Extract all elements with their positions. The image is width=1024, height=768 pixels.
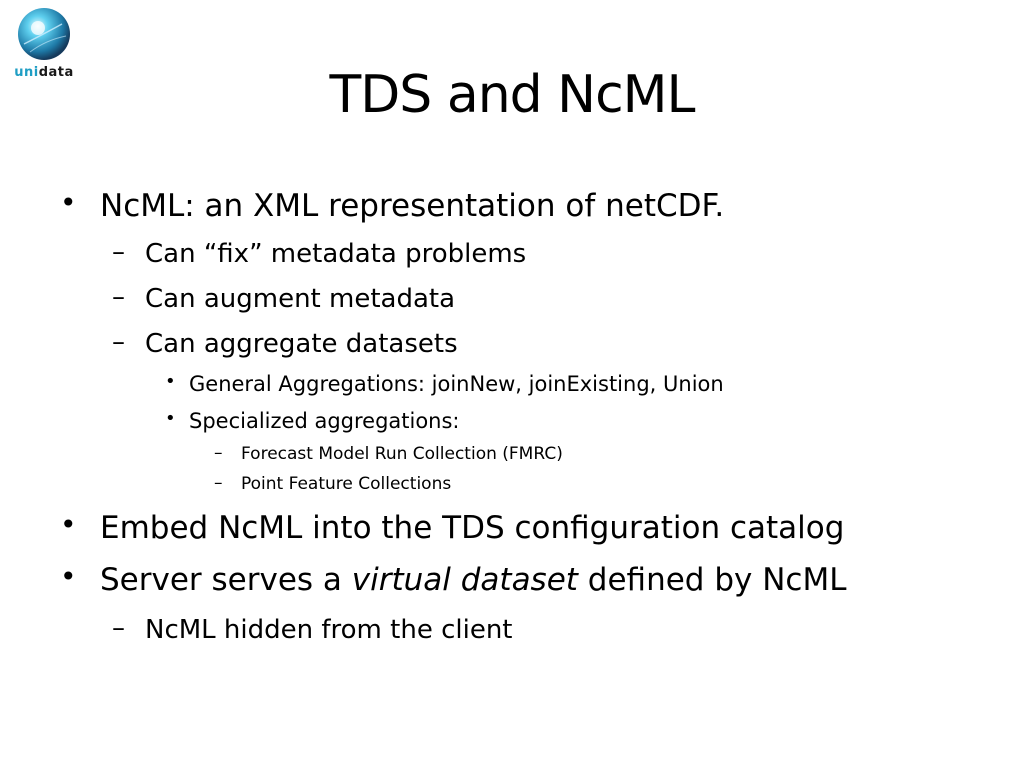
bullet-specialized-aggregations: Specialized aggregations: bbox=[189, 409, 460, 433]
dash-marker: – bbox=[112, 327, 125, 357]
logo-text-uni: uni bbox=[14, 65, 39, 80]
logo-text-data: data bbox=[38, 65, 74, 80]
dash-marker: – bbox=[214, 473, 223, 493]
dash-marker: – bbox=[112, 237, 125, 267]
text-server-serves: Server serves a bbox=[100, 562, 352, 598]
bullet-general-aggregations: General Aggregations: joinNew, joinExist… bbox=[189, 372, 724, 396]
dash-marker: – bbox=[112, 613, 125, 643]
bullet-fmrc: Forecast Model Run Collection (FMRC) bbox=[241, 444, 563, 464]
bullet-marker: • bbox=[165, 371, 176, 392]
bullet-augment-metadata: Can augment metadata bbox=[145, 284, 456, 314]
slide-title: TDS and NcML bbox=[329, 65, 695, 125]
bullet-server-serves: Server serves a virtual dataset defined … bbox=[100, 560, 846, 600]
dash-marker: – bbox=[214, 443, 223, 463]
bullet-marker: • bbox=[60, 560, 77, 593]
text-defined-by-ncml: defined by NcML bbox=[577, 562, 847, 598]
unidata-logo: unidata bbox=[6, 6, 82, 82]
globe-icon bbox=[18, 8, 70, 60]
bullet-fix-metadata: Can “fix” metadata problems bbox=[145, 239, 527, 269]
bullet-point-feature-collections: Point Feature Collections bbox=[241, 474, 452, 494]
bullet-embed-ncml: Embed NcML into the TDS configuration ca… bbox=[100, 510, 845, 546]
bullet-marker: • bbox=[60, 508, 77, 541]
logo-wordmark: unidata bbox=[6, 66, 82, 80]
bullet-ncml: NcML: an XML representation of netCDF. bbox=[100, 188, 725, 224]
text-virtual-dataset: virtual dataset bbox=[351, 562, 578, 598]
bullet-marker: • bbox=[60, 186, 77, 219]
bullet-aggregate-datasets: Can aggregate datasets bbox=[145, 329, 458, 359]
bullet-marker: • bbox=[165, 408, 176, 429]
dash-marker: – bbox=[112, 282, 125, 312]
bullet-ncml-hidden: NcML hidden from the client bbox=[145, 615, 513, 645]
